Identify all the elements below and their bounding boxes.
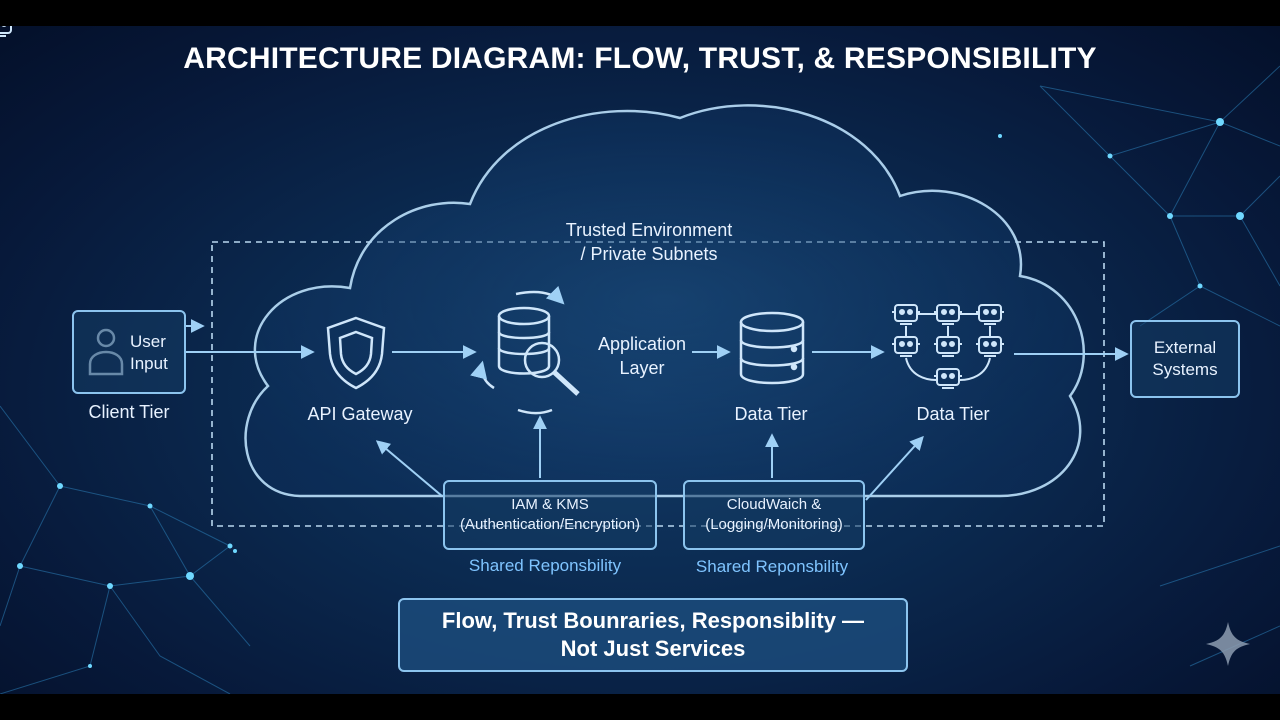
user-input-line2: Input xyxy=(130,354,168,373)
client-tier-label: Client Tier xyxy=(88,402,170,422)
database-search-icon xyxy=(470,285,580,415)
cloudwatch-box: CloudWaich & (Logging/Monitoring) xyxy=(683,480,865,550)
shield-icon xyxy=(326,316,386,390)
shared-responsibility-label-1: Shared Reponsbility xyxy=(468,556,622,575)
network-nodes xyxy=(17,118,1244,668)
user-input-box: User Input xyxy=(72,310,186,394)
banner-line2: Not Just Services xyxy=(560,636,746,661)
diagram-canvas: ARCHITECTURE DIAGRAM: FLOW, TRUST, & RES… xyxy=(0,26,1280,694)
database-icon xyxy=(739,311,805,385)
diagram-graphics xyxy=(0,26,1280,694)
api-gateway-label: API Gateway xyxy=(307,404,413,424)
external-line2: Systems xyxy=(1152,360,1218,379)
flow-arrows xyxy=(184,319,1129,501)
cloudwatch-line1: CloudWaich & xyxy=(726,496,822,513)
sparkle-icon xyxy=(1206,622,1250,666)
app-layer-line2: Layer xyxy=(619,358,665,378)
iam-line2: (Authentication/Encryption) xyxy=(459,516,641,533)
external-systems-box: External Systems xyxy=(1130,320,1240,398)
cloudwatch-line2: (Logging/Monitoring) xyxy=(705,516,843,533)
iam-kms-box: IAM & KMS (Authentication/Encryption) xyxy=(443,480,657,550)
data-tier-label-1: Data Tier xyxy=(734,404,808,424)
summary-banner: Flow, Trust Bounraries, Responsiblity — … xyxy=(398,598,908,672)
trusted-cloud xyxy=(244,104,1085,498)
robot-cluster-icon xyxy=(0,26,1005,389)
app-layer-line1: Application xyxy=(597,334,687,354)
shared-responsibility-label-2: Shared Reponsbility xyxy=(695,557,849,576)
user-input-line1: User xyxy=(130,332,166,351)
trusted-env-line1: Trusted Environment xyxy=(565,220,733,240)
data-tier-label-2: Data Tier xyxy=(916,404,990,424)
trusted-env-line2: / Private Subnets xyxy=(580,244,718,264)
iam-line1: IAM & KMS xyxy=(511,496,589,513)
trusted-environment-label: Trusted Environment / Private Subnets xyxy=(566,218,732,266)
application-layer-label: Application Layer xyxy=(598,332,686,380)
external-line1: External xyxy=(1153,338,1217,357)
banner-line1: Flow, Trust Bounraries, Responsiblity — xyxy=(441,608,865,633)
page-title: ARCHITECTURE DIAGRAM: FLOW, TRUST, & RES… xyxy=(183,42,1097,75)
network-decoration-right xyxy=(1039,65,1280,327)
